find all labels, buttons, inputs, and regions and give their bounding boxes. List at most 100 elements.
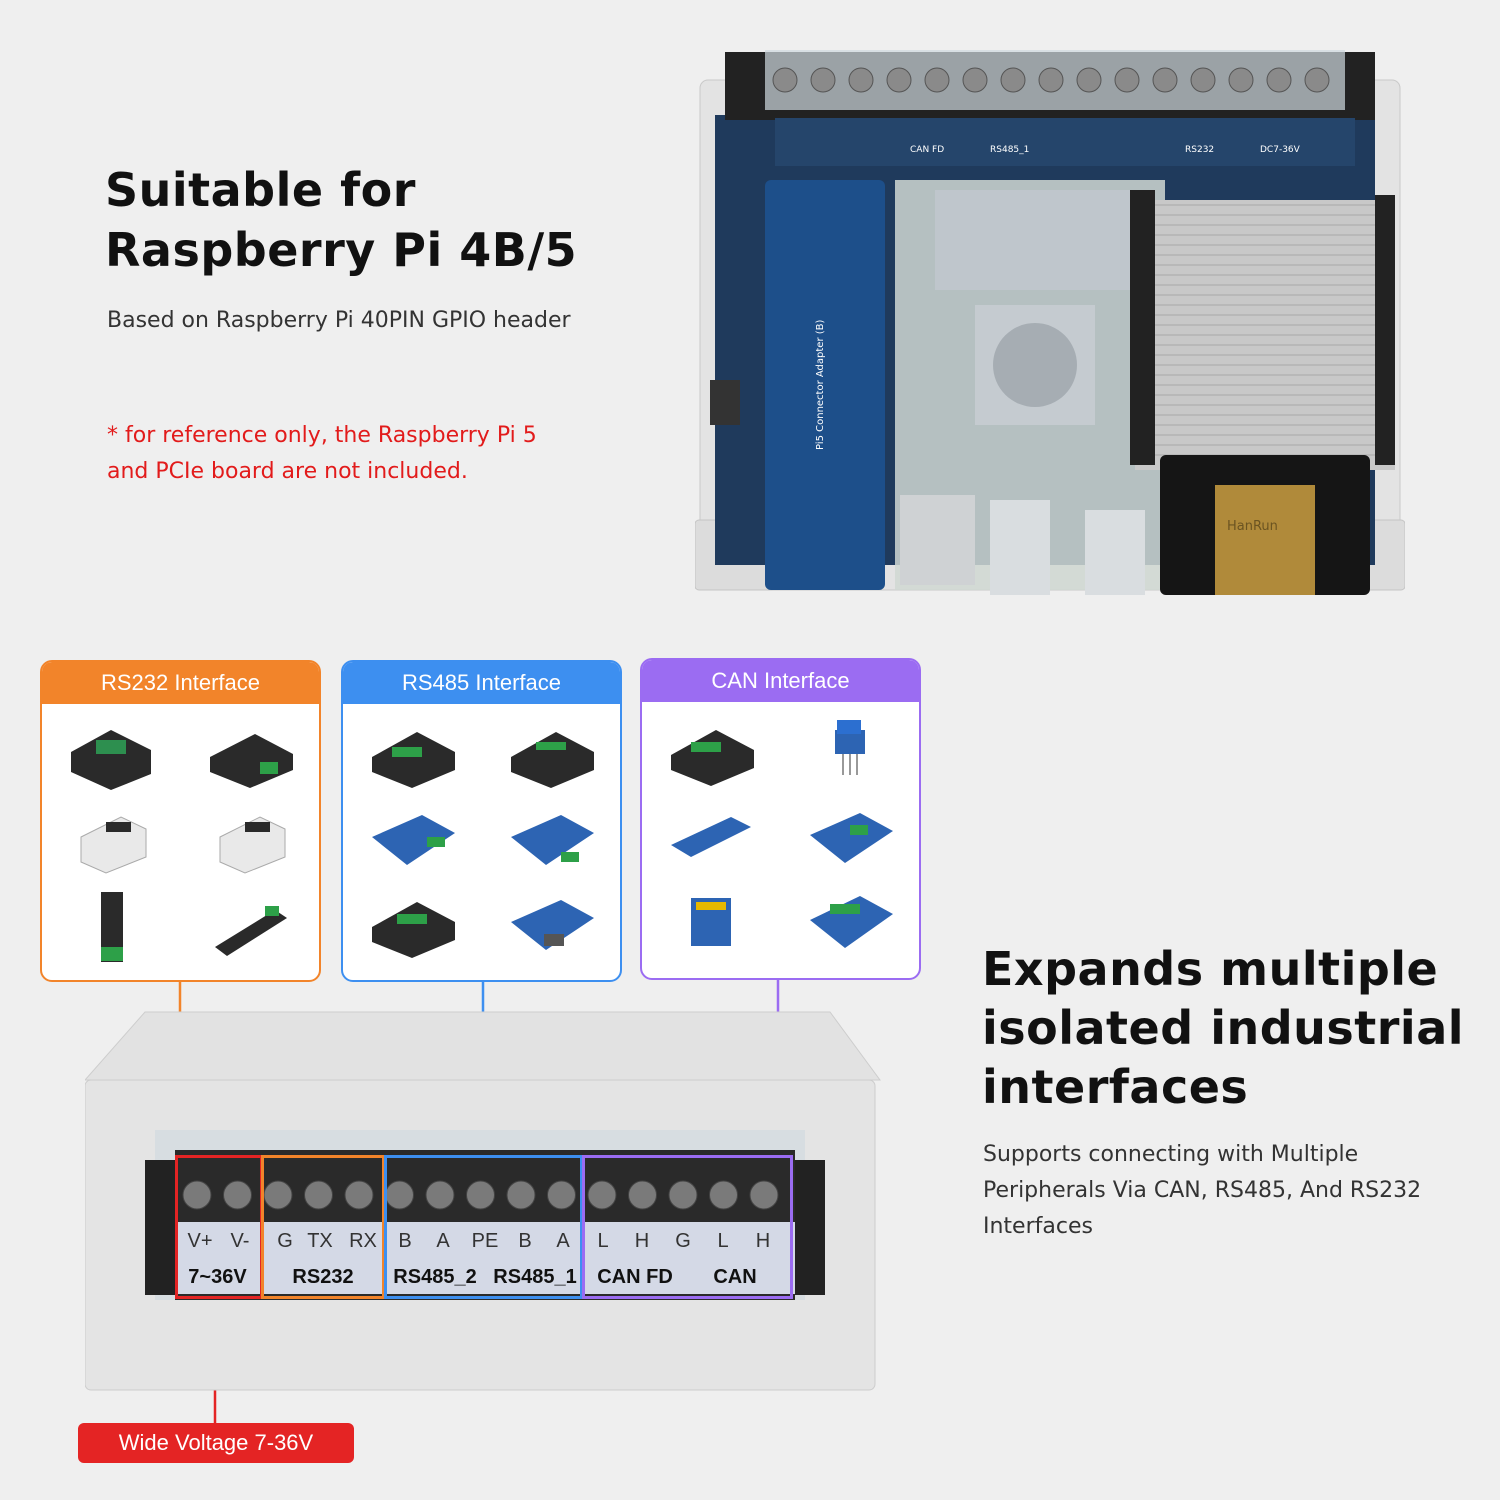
can-panel: CAN Interface [640,658,921,980]
can-panel-title: CAN Interface [642,660,919,702]
rs485-device [482,799,621,884]
screw-icon [886,67,912,93]
board-label-rs4851: RS485_1 [990,145,1029,155]
rs485-device [343,885,482,970]
pin-label: A [436,1230,450,1252]
rs232-device [181,885,320,970]
screw-icon [1190,67,1216,93]
rs232-device [42,885,181,970]
expand-title-line2: isolated industrial [982,1001,1465,1055]
rs232-panel-title: RS232 Interface [42,662,319,704]
pin-label: G [277,1230,293,1252]
screw-icon [848,67,874,93]
screw-icon [1076,67,1102,93]
group-label-can: CAN [713,1266,757,1288]
expand-title-line1: Expands multiple [982,942,1439,996]
screw-icon [810,67,836,93]
reference-note: * for reference only, the Raspberry Pi 5… [107,418,537,490]
hero-title: Suitable for Raspberry Pi 4B/5 [105,160,577,280]
screw-icon [466,1180,495,1210]
can-device [781,883,920,968]
screw-icon [1152,67,1178,93]
pin-label: G [675,1230,691,1252]
screw-icon [1114,67,1140,93]
can-device [642,797,781,882]
pin-label: H [755,1230,771,1252]
rs485-panel: RS485 Interface [341,660,622,982]
screw-icon [223,1180,252,1210]
fan-icon [993,323,1077,407]
rs232-highlight [261,1155,385,1299]
group-label-voltage: 7~36V [188,1266,247,1288]
pin-label: PE [471,1230,499,1252]
group-label-rs485-2: RS485_2 [393,1266,477,1288]
screw-icon [587,1180,617,1210]
pin-label: TX [307,1230,333,1252]
rs232-device-grid [42,714,319,970]
expand-description: Supports connecting with Multiple Periph… [983,1142,1422,1239]
screw-icon [709,1180,738,1210]
screw-icon [924,67,950,93]
rs485-panel-title: RS485 Interface [343,662,620,704]
rs232-panel: RS232 Interface [40,660,321,982]
group-labels: 7~36V RS232 RS485_2 RS485_1 CAN FD CAN [175,1266,785,1296]
screw-icon [344,1180,374,1210]
expand-title-line3: interfaces [982,1060,1249,1114]
pin-label: V+ [187,1230,213,1252]
note-line1: * for reference only, the Raspberry Pi 5 [107,423,537,448]
svg-text:HanRun: HanRun [1227,519,1278,534]
pin-label: H [634,1230,650,1252]
rs232-device [42,799,181,884]
screw-icon [668,1180,698,1210]
terminal-label-strip [175,1222,795,1294]
screw-icon [749,1180,779,1210]
can-device [642,712,781,797]
pin-label: L [717,1230,729,1252]
group-label-canfd: CAN FD [597,1266,673,1288]
pin-label: B [518,1230,532,1252]
screw-icon [1266,67,1292,93]
screw-icon [263,1180,293,1210]
rs485-device-grid [343,714,620,970]
screw-icon [962,67,988,93]
screw-icon [304,1180,333,1210]
rs485-device [343,714,482,799]
rs485-device [482,714,621,799]
board-label-dc: DC7-36V [1260,145,1301,155]
board-label-canfd: CAN FD [910,145,944,155]
rs485-device [482,885,621,970]
pin-label: A [556,1230,570,1252]
adapter-label: Pi5 Connector Adapter (B) [815,320,826,450]
group-label-rs232: RS232 [292,1266,354,1288]
pin-label: RX [349,1230,377,1252]
rs485-highlight [384,1155,583,1299]
can-highlight [582,1155,793,1299]
hero-title-line1: Suitable for [105,163,416,217]
board-photo: CAN FD RS485_1 RS232 DC7-36V Pi5 Connect… [695,50,1405,595]
screw-icon [425,1180,455,1210]
adapter-board [765,180,885,590]
pin-label: B [398,1230,412,1252]
screw-icon [1304,67,1330,93]
hero-title-line2: Raspberry Pi 4B/5 [105,223,578,277]
screw-icon [1038,67,1064,93]
voltage-highlight [175,1155,263,1299]
pin-labels: V+ V- G TX RX B A PE B A L H G L H [175,1230,785,1260]
expand-title: Expands multiple isolated industrial int… [982,940,1464,1117]
board-label-rs232: RS232 [1185,145,1214,155]
rs485-device [343,799,482,884]
screw-icon [772,67,798,93]
group-label-rs485-1: RS485_1 [493,1266,577,1288]
rs232-device [181,714,320,799]
screw-icon [1000,67,1026,93]
screw-icon [506,1180,536,1210]
hero-subtitle: Based on Raspberry Pi 40PIN GPIO header [107,308,571,333]
wide-voltage-badge: Wide Voltage 7-36V [78,1423,354,1463]
screw-icon [547,1180,576,1210]
rs232-device [181,799,320,884]
can-device [642,883,781,968]
rs232-device [42,714,181,799]
screw-icon [1228,67,1254,93]
screw-icon [628,1180,657,1210]
ethernet-port [1215,485,1315,595]
